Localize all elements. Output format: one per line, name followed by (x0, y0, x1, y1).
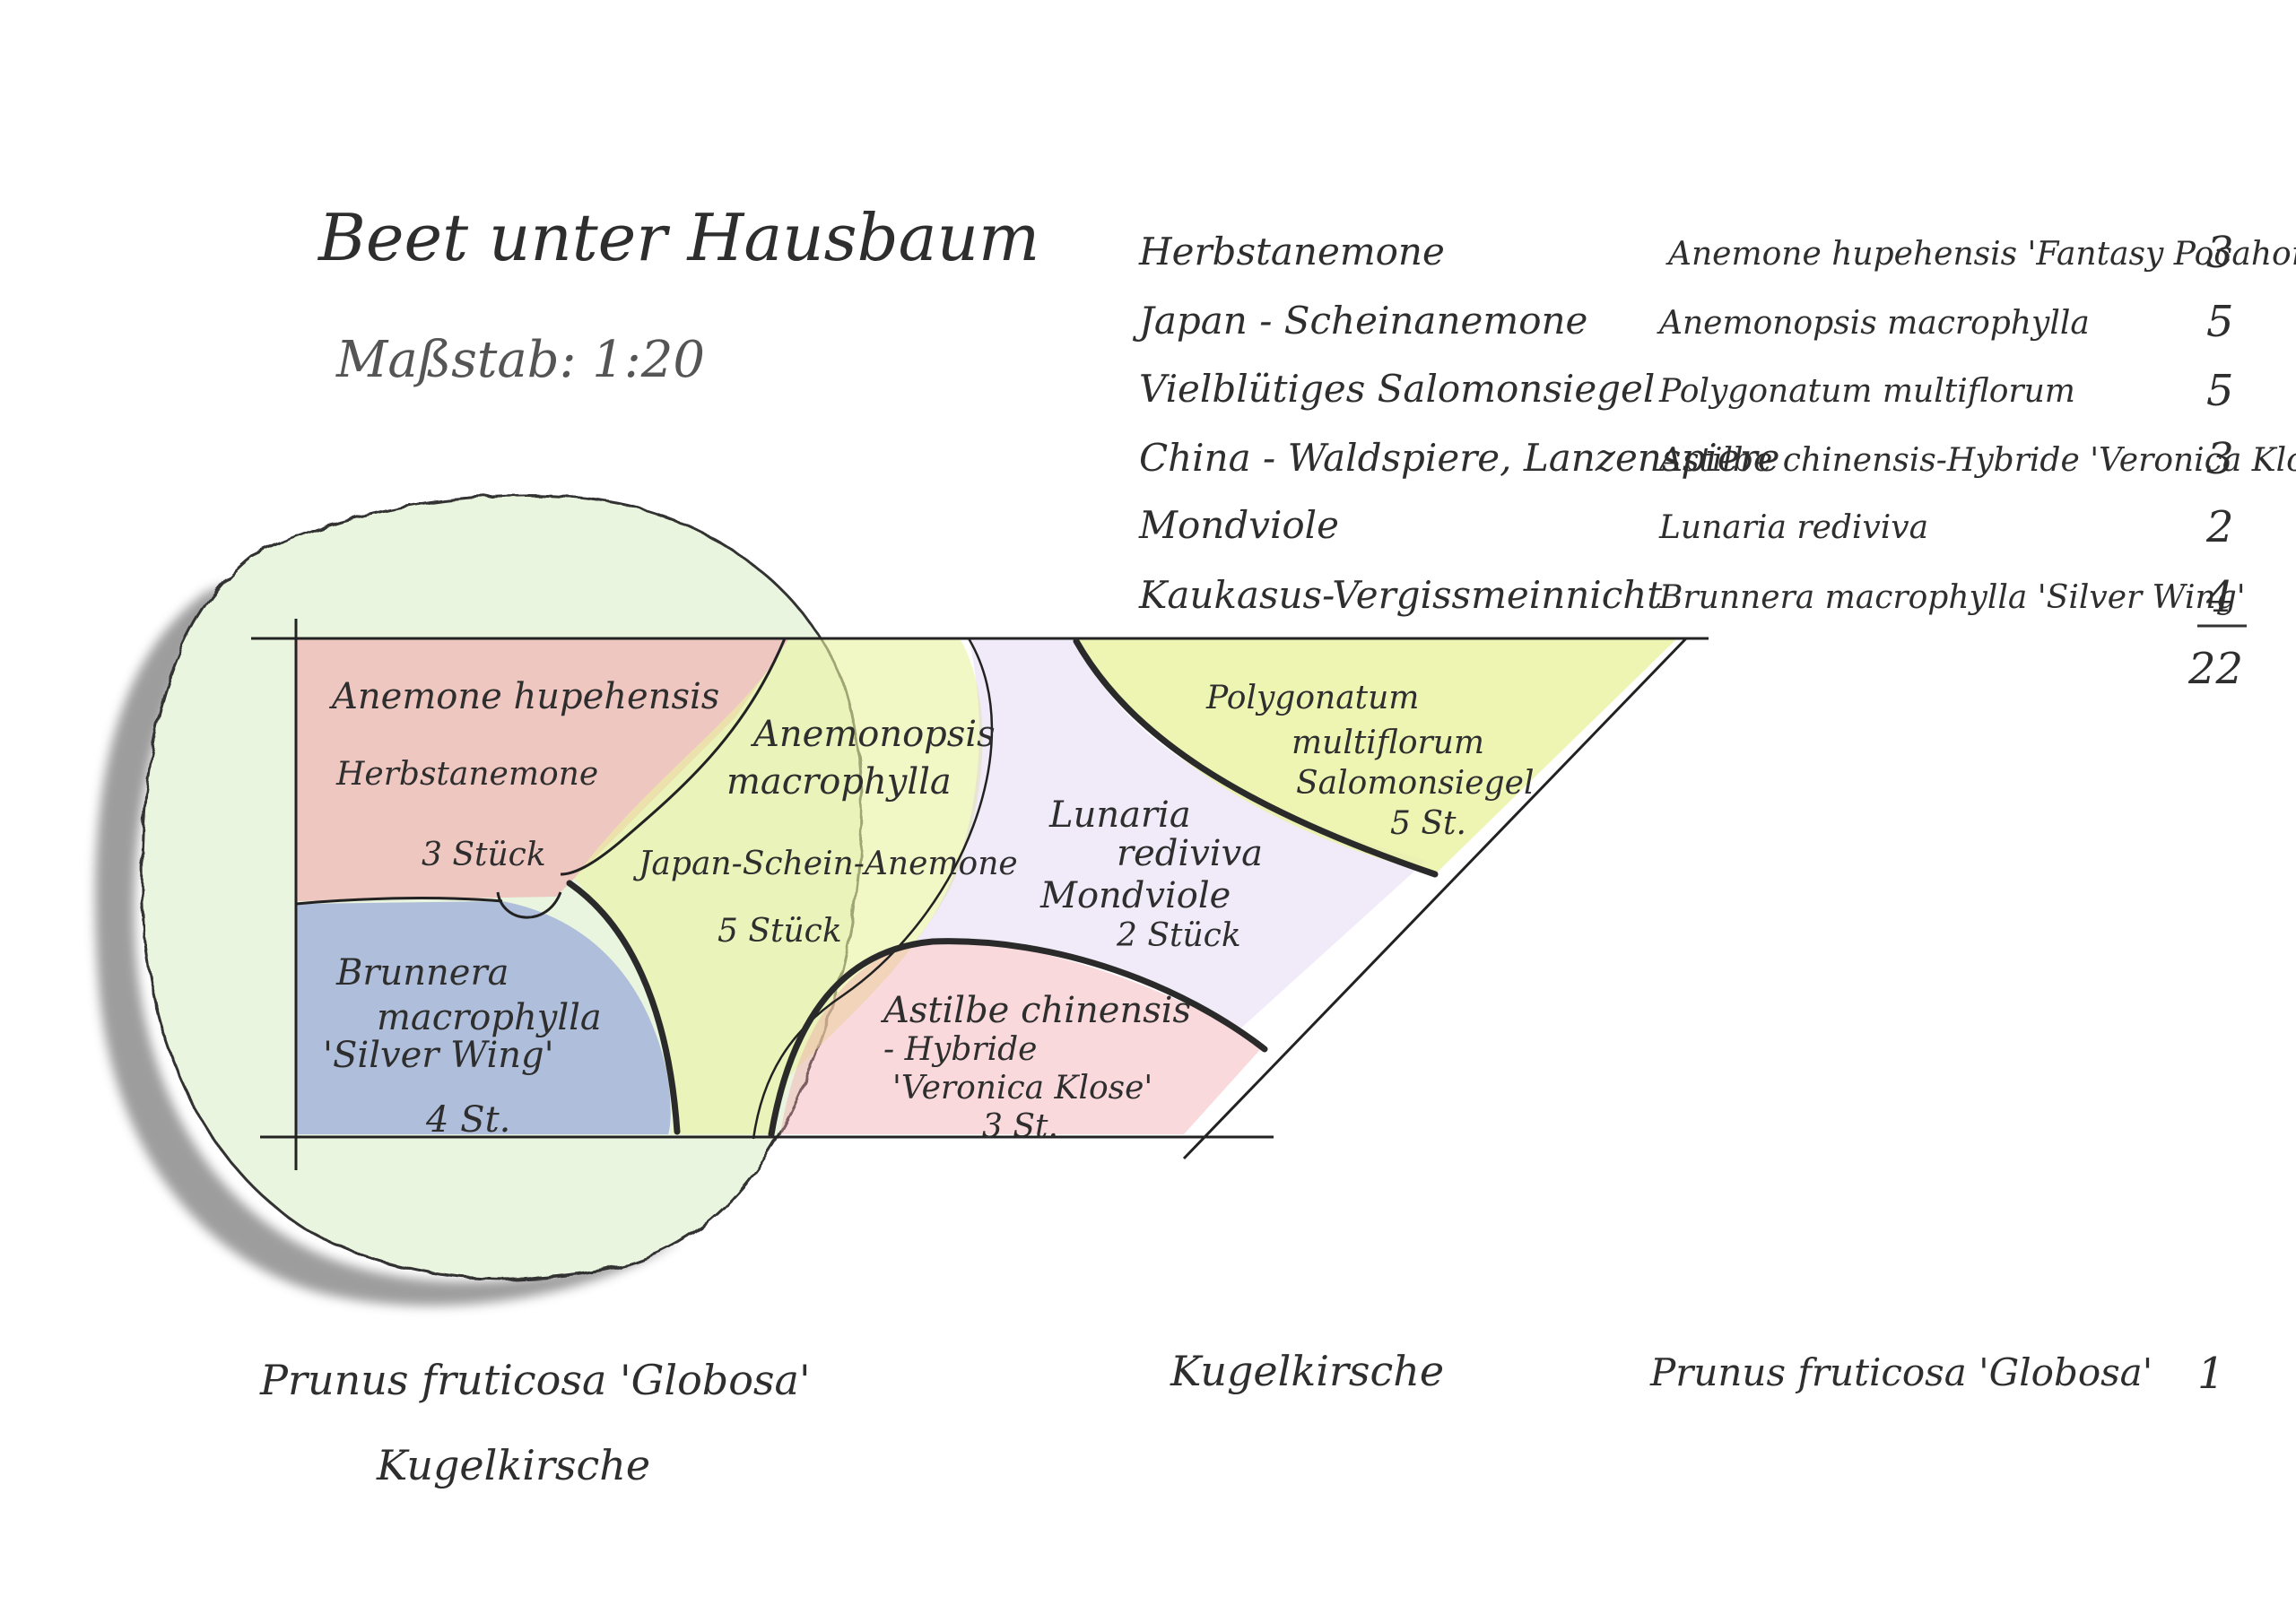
zone-anemone-red (296, 638, 789, 901)
legend-latin-1: Anemone hupehensis 'Fantasy Pocahontas' (1665, 236, 2296, 273)
zone-anemonopsis-yellow (574, 638, 983, 1134)
label-anemonopsis: Anemonopsis macrophylla Japan-Schein-Ane… (632, 714, 1018, 950)
label-anemone: Anemone hupehensis Herbstanemone 3 Stück (328, 676, 719, 873)
tree-legend-latin: Prunus fruticosa 'Globosa' (1649, 1350, 2152, 1394)
svg-text:Anemone hupehensis: Anemone hupehensis (328, 676, 719, 717)
svg-text:Anemonopsis: Anemonopsis (750, 714, 996, 755)
tree-shadow (95, 583, 682, 1306)
legend-count-1: 3 (2206, 228, 2234, 278)
legend-latin-6: Brunnera macrophylla 'Silver Wing' (1658, 579, 2246, 616)
zone-polygonatum-yellow (1076, 638, 1677, 874)
svg-text:- Hybride: - Hybride (883, 1031, 1037, 1068)
svg-text:Salomonsiegel: Salomonsiegel (1296, 765, 1534, 802)
zone-lunaria-purple (915, 638, 1426, 1031)
legend-latin-3: Polygonatum multiflorum (1658, 373, 2075, 410)
legend-latin-2: Anemonopsis macrophylla (1657, 305, 2090, 342)
bed-outline (251, 619, 1709, 1170)
tree-caption-latin: Prunus fruticosa 'Globosa' (259, 1356, 811, 1404)
svg-text:macrophylla: macrophylla (377, 997, 602, 1038)
svg-text:multiflorum: multiflorum (1292, 725, 1484, 761)
label-brunnera: Brunnera macrophylla 'Silver Wing' 4 St. (323, 952, 602, 1141)
label-polygonatum: Polygonatum multiflorum Salomonsiegel 5 … (1205, 680, 1534, 842)
svg-text:2 Stück: 2 Stück (1116, 917, 1241, 954)
legend-common-4: China - Waldspiere, Lanzenspiere (1139, 436, 1780, 480)
legend-latin-4: Astilbe chinensis-Hybride 'Veronica Klos… (1657, 442, 2296, 479)
legend-total: 22 (2187, 644, 2243, 694)
legend-count-6: 4 (2205, 572, 2234, 622)
legend-latin-5: Lunaria rediviva (1658, 509, 1928, 546)
svg-text:5 St.: 5 St. (1390, 805, 1466, 842)
scale-label: Maßstab: 1:20 (335, 331, 705, 389)
label-astilbe: Astilbe chinensis - Hybride 'Veronica Kl… (880, 990, 1191, 1145)
legend-count-2: 5 (2206, 297, 2234, 347)
legend-common-2: Japan - Scheinanemone (1132, 299, 1587, 343)
zone-brunnera-blue (296, 901, 671, 1134)
legend-count-5: 2 (2205, 502, 2234, 552)
svg-text:4 St.: 4 St. (425, 1099, 510, 1141)
legend-common-5: Mondviole (1138, 503, 1339, 547)
svg-text:rediviva: rediviva (1117, 833, 1263, 874)
legend-count-3: 5 (2206, 366, 2234, 416)
legend-common-3: Vielblütiges Salomonsiegel (1139, 367, 1655, 411)
legend-count-4: 3 (2206, 434, 2234, 484)
svg-text:3 St.: 3 St. (982, 1108, 1058, 1145)
zone-astilbe-pink (780, 941, 1265, 1134)
svg-text:Japan-Schein-Anemone: Japan-Schein-Anemone (632, 846, 1018, 882)
svg-text:3 Stück: 3 Stück (422, 837, 546, 873)
plant-legend: Herbstanemone Anemone hupehensis 'Fantas… (1132, 228, 2296, 694)
svg-text:Lunaria: Lunaria (1048, 794, 1191, 836)
svg-text:Polygonatum: Polygonatum (1205, 680, 1419, 716)
tree-legend-count: 1 (2197, 1349, 2225, 1399)
svg-text:Brunnera: Brunnera (335, 952, 509, 994)
svg-text:'Veronica Klose': 'Veronica Klose' (892, 1070, 1152, 1107)
svg-text:macrophylla: macrophylla (726, 761, 952, 803)
tree-legend-common: Kugelkirsche (1170, 1347, 1444, 1395)
legend-common-6: Kaukasus-Vergissmeinnicht (1138, 573, 1662, 617)
plan-title: Beet unter Hausbaum (317, 200, 1039, 275)
svg-text:Astilbe chinensis: Astilbe chinensis (880, 990, 1191, 1031)
bed-divider-lines (566, 638, 1439, 1138)
legend-common-1: Herbstanemone (1138, 230, 1445, 273)
svg-text:Mondviole: Mondviole (1039, 875, 1231, 916)
tree-caption-common: Kugelkirsche (376, 1441, 650, 1489)
label-lunaria: Lunaria rediviva Mondviole 2 Stück (1039, 794, 1263, 954)
svg-text:5 Stück: 5 Stück (718, 913, 842, 950)
svg-text:Herbstanemone: Herbstanemone (335, 756, 598, 793)
svg-text:'Silver Wing': 'Silver Wing' (323, 1035, 554, 1076)
